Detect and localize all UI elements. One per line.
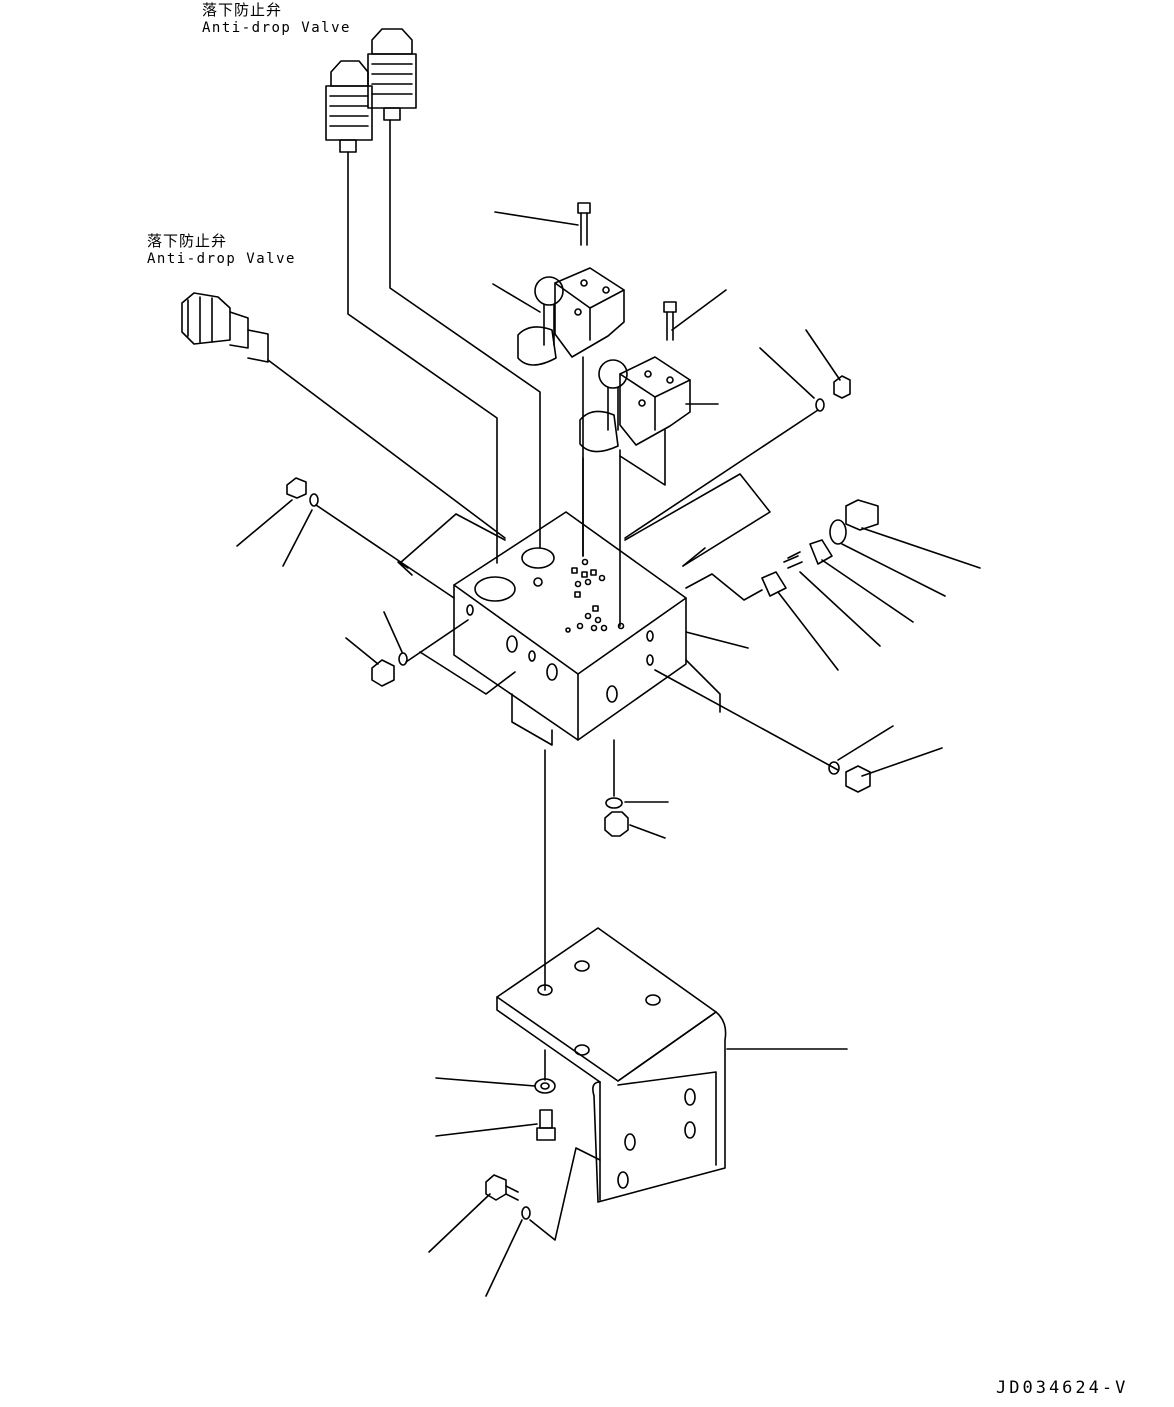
plug-left-lower <box>372 653 407 686</box>
bolt-top-2 <box>664 302 676 340</box>
anti-drop-valve-left-label: 落下防止弁 Anti-drop Valve <box>147 232 296 267</box>
leader-lines-center <box>398 357 770 626</box>
anti-drop-valve-top <box>326 29 416 152</box>
label-en: Anti-drop Valve <box>202 20 351 36</box>
callout-leaders <box>237 212 980 1296</box>
label-jp: 落下防止弁 <box>202 1 283 19</box>
leader-line-left-valve <box>268 360 505 538</box>
bolt-bracket-vertical <box>537 1110 555 1140</box>
leader-lines-top-valve <box>348 120 540 563</box>
label-en: Anti-drop Valve <box>147 251 296 267</box>
anti-drop-valve-left <box>182 293 268 362</box>
plug-left-upper <box>287 478 318 506</box>
manual-valve-upper <box>518 268 624 365</box>
fitting-bottom <box>605 740 628 836</box>
bolt-top-1 <box>578 203 590 245</box>
manual-valve-lower <box>580 357 690 452</box>
leader-lines-right <box>625 410 838 770</box>
anti-drop-valve-top-label: 落下防止弁 Anti-drop Valve <box>202 1 351 36</box>
leader-line-bracket-bolt <box>530 1148 600 1240</box>
plug-assembly-right <box>762 500 878 596</box>
washer-bracket <box>535 1050 555 1093</box>
drawing-id: JD034624-V <box>996 1378 1129 1398</box>
plug-right-lower <box>829 762 870 792</box>
mounting-bracket <box>497 928 726 1202</box>
plug-right-top <box>816 376 850 411</box>
bolt-bracket-side <box>486 1175 530 1219</box>
leader-lines-left <box>316 505 515 694</box>
label-jp: 落下防止弁 <box>147 232 228 250</box>
valve-block <box>454 512 686 745</box>
